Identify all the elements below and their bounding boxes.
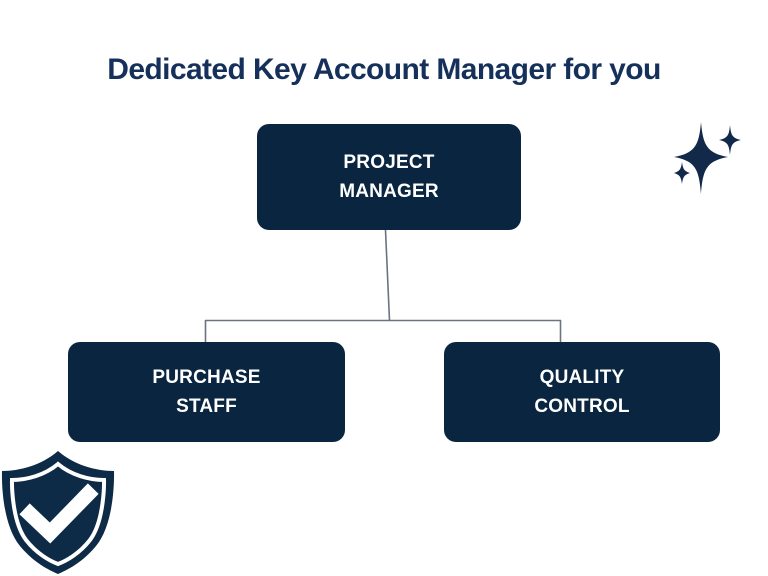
sparkle-large — [674, 122, 728, 194]
org-node-purchase-staff-line-1: PURCHASE — [152, 366, 261, 388]
connector-trunk — [384, 229, 391, 321]
check-mark-icon — [19, 483, 99, 544]
shield-check-icon — [1, 451, 115, 574]
org-node-quality-control-line-2: CONTROL — [534, 396, 630, 417]
shield-inner-outline — [9, 461, 107, 567]
shield-body — [1, 451, 115, 574]
sparkle-cluster-icon — [674, 122, 741, 194]
org-node-project-manager[interactable]: PROJECT MANAGER — [257, 124, 521, 230]
sparkle-small-lower — [674, 162, 690, 184]
org-node-purchase-staff-line-2: STAFF — [176, 396, 237, 417]
org-node-quality-control-line-1: QUALITY — [539, 366, 625, 388]
sparkle-small-upper — [719, 125, 741, 155]
org-node-project-manager-line-1: PROJECT — [343, 151, 435, 173]
org-node-quality-control[interactable]: QUALITY CONTROL — [444, 342, 720, 442]
org-node-project-manager-line-2: MANAGER — [339, 181, 439, 202]
page-title: Dedicated Key Account Manager for you — [107, 53, 661, 86]
org-node-purchase-staff[interactable]: PURCHASE STAFF — [68, 342, 345, 442]
